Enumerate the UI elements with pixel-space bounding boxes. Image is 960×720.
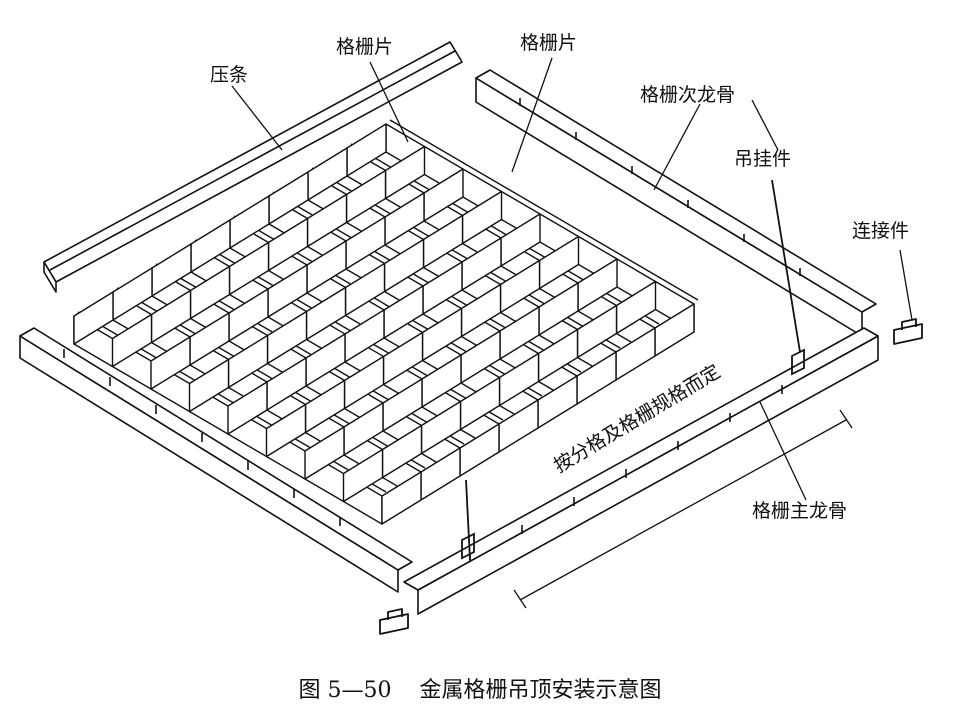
hanger-wire-left [461,479,475,561]
pressing-strip-bar [43,41,463,293]
figure-title: 金属格栅吊顶安装示意图 [419,678,662,703]
grille-top-bar [389,119,699,301]
grille-blade-cross [111,313,153,368]
leader-lines [231,57,913,501]
grille-blade-cross [342,448,384,503]
left-keel-rail [19,327,413,593]
connector-piece-left [379,608,409,635]
connector-piece-right [893,318,923,345]
figure-number: 图 5—50 [298,678,392,703]
label-pressing-strip: 压条 [210,64,249,86]
label-secondary-keel: 格栅次龙骨 [640,84,736,106]
grille-blade-cross [188,358,230,413]
label-grille-piece-1: 格栅片 [336,36,394,58]
grille-blade-cross [381,471,422,525]
label-hanger: 吊挂件 [734,148,792,170]
grille-blade-cross [150,336,191,390]
main-keel-rail [403,327,879,615]
grille-grid [73,119,699,525]
grille-blade-cross [304,426,345,480]
dimension-line [513,409,853,609]
figure-caption: 图 5—50 金属格栅吊顶安装示意图 [0,672,960,704]
hanger-wire-right [771,179,805,376]
label-connector: 连接件 [852,220,910,242]
grille-blade-cross [227,381,268,435]
label-grille-piece-2: 格栅片 [520,32,578,54]
grille-blade-cross [265,403,307,458]
grille-blade-cross [73,291,114,345]
label-main-keel: 格栅主龙骨 [752,500,848,522]
